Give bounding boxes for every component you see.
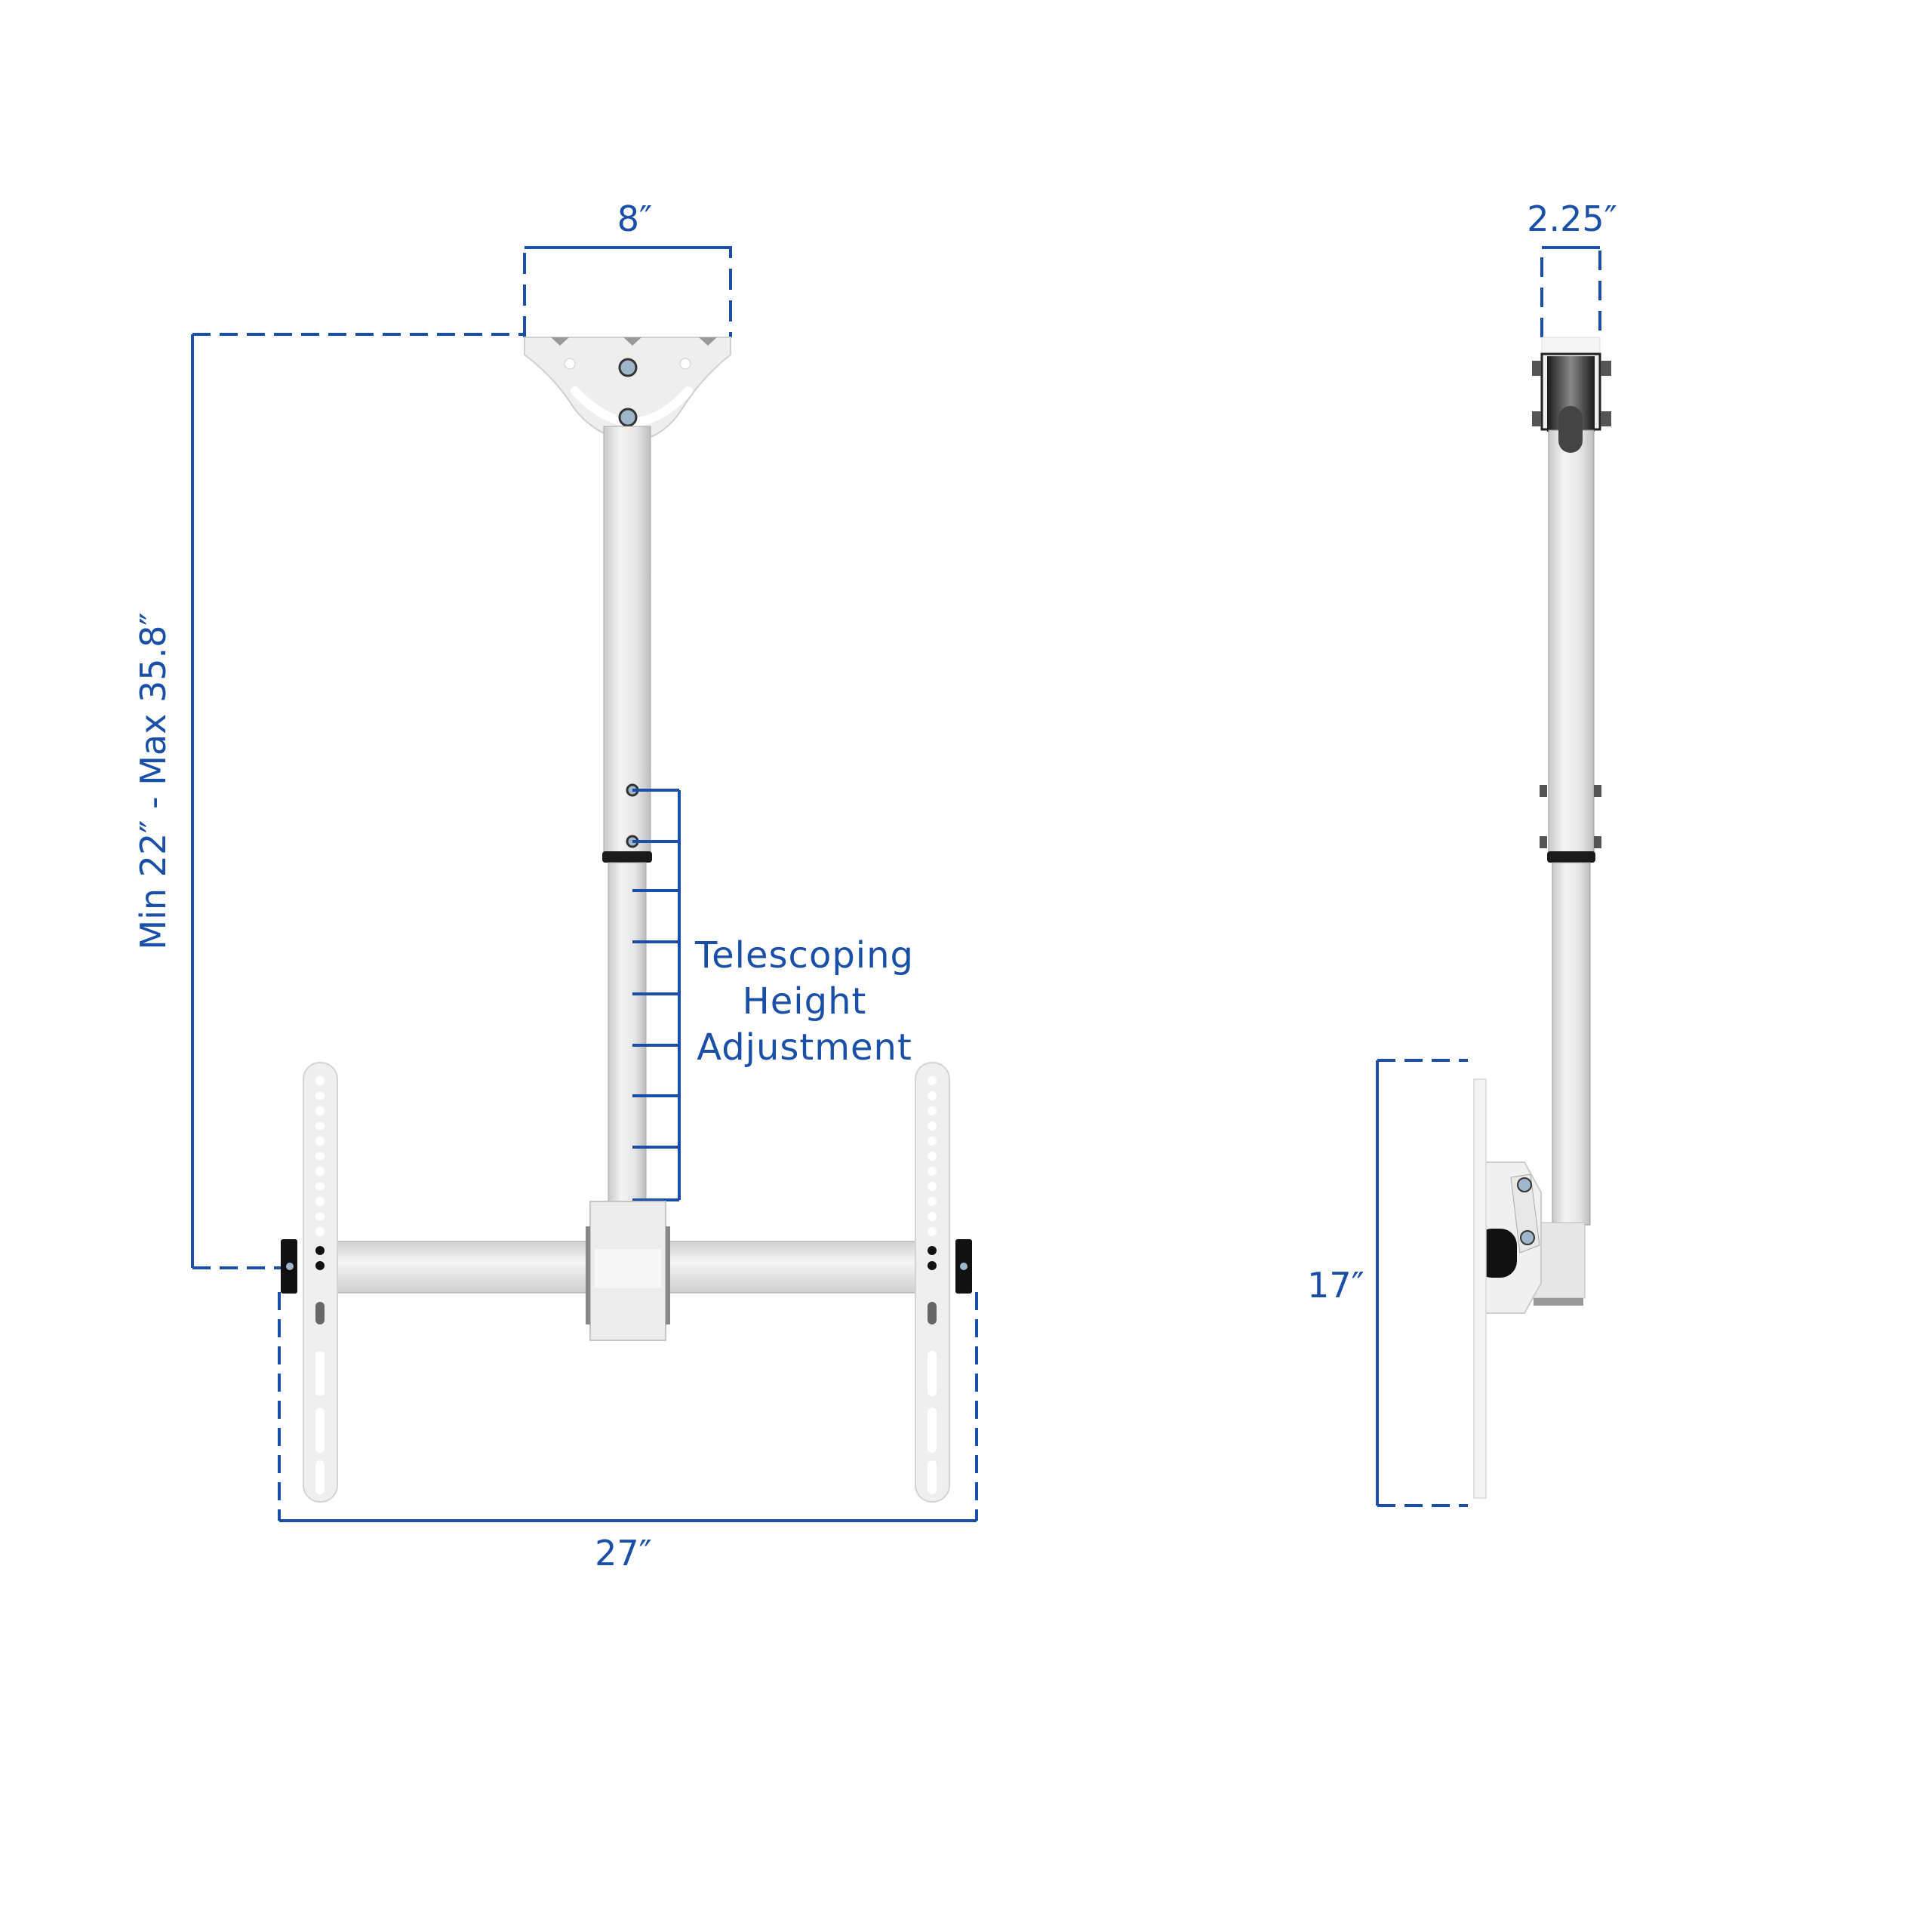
left-vesa-plate [281,1062,338,1503]
side-upper-pole [1548,429,1595,854]
right-vesa-plate [915,1062,972,1503]
bolt-icon [618,408,638,427]
bracket-width-dimension [278,1292,978,1522]
lower-pole [608,862,647,1203]
plate-height-label: 17″ [1307,1265,1364,1306]
pole-collar [602,851,652,863]
side-view [1376,246,1611,1507]
ceiling-plate [524,337,731,443]
bracket-width-label: 27″ [595,1533,652,1574]
callout-line-1: Telescoping [694,934,915,977]
upper-pole [603,426,651,854]
height-range-label: Min 22″ - Max 35.8″ [133,612,174,950]
height-dimension [191,333,525,1269]
callout-line-2: Height [742,980,867,1023]
telescoping-scale [632,789,681,1201]
callout-line-3: Adjustment [697,1026,912,1069]
front-view [191,246,978,1522]
ceiling-plate-width-label: 8″ [617,198,653,239]
pole-width-dimension [1540,246,1601,337]
side-lower-pole [1552,862,1591,1226]
telescoping-callout: Telescoping Height Adjustment [695,933,914,1071]
pole-width-label: 2.25″ [1527,198,1617,239]
side-vesa-plate [1473,1078,1487,1499]
plate-height-dimension [1376,1059,1468,1507]
ceiling-plate-width-dimension [523,246,732,337]
bolt-icon [618,358,638,377]
